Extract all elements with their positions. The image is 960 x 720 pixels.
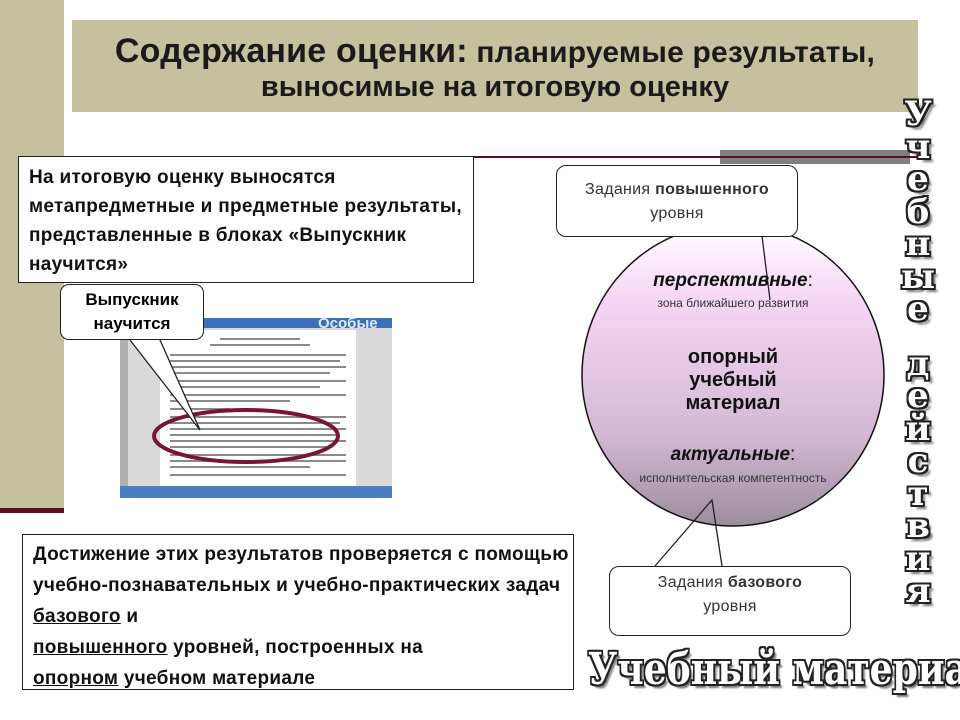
doc-line bbox=[170, 422, 340, 424]
doc-line bbox=[170, 446, 330, 448]
actual-subtitle: исполнительская компетентность bbox=[639, 471, 827, 485]
doc-line bbox=[170, 354, 346, 356]
title-main: Содержание оценки: bbox=[114, 32, 468, 70]
doc-line bbox=[170, 386, 320, 388]
basic-tasks-prefix: Задания bbox=[657, 574, 728, 591]
advanced-tasks-prefix: Задания bbox=[585, 181, 656, 198]
vertical-letter: е bbox=[907, 159, 929, 199]
vertical-letter: й bbox=[905, 408, 931, 449]
doc-line bbox=[170, 380, 346, 382]
doc-line bbox=[170, 434, 338, 436]
achievement-check-box: Достижение этих результатов проверяется … bbox=[22, 534, 574, 690]
achievement-text-2: и bbox=[120, 606, 139, 627]
vertical-letter: ч bbox=[905, 126, 931, 167]
vertical-letter: н bbox=[905, 224, 931, 264]
actual-word: актуальные bbox=[670, 444, 791, 465]
basic-tasks-suffix: уровня bbox=[703, 598, 757, 615]
achievement-advanced-word: повышенного bbox=[33, 637, 168, 658]
graduate-learns-bubble: Выпускник научится bbox=[60, 284, 204, 340]
doc-page bbox=[160, 330, 356, 486]
achievement-text-4: учебном материале bbox=[118, 668, 316, 689]
document-thumbnail: Особые bbox=[120, 318, 392, 498]
achievement-core-word: опорном bbox=[33, 668, 119, 689]
perspective-label: перспективные: bbox=[582, 270, 884, 292]
vertical-letter: б bbox=[906, 191, 930, 232]
doc-line bbox=[170, 440, 346, 442]
perspective-word: перспективные bbox=[653, 270, 808, 291]
doc-line bbox=[170, 408, 230, 410]
actual-colon: : bbox=[790, 444, 796, 465]
vertical-letter: д bbox=[906, 343, 930, 384]
vertical-letter: т bbox=[907, 473, 929, 514]
doc-line bbox=[170, 454, 346, 456]
achievement-text-3: уровней, построенных на bbox=[167, 637, 424, 658]
doc-line bbox=[170, 360, 340, 362]
title-line-2: выносимые на итоговую оценку bbox=[260, 71, 730, 103]
doc-line bbox=[170, 394, 346, 396]
title-box: Содержание оценки: планируемые результат… bbox=[72, 20, 918, 112]
left-decor-line bbox=[0, 508, 64, 513]
basic-tasks-callout: Задания базового уровня bbox=[609, 566, 851, 636]
actual-label: актуальные: bbox=[582, 444, 884, 466]
achievement-basic-word: базового bbox=[33, 606, 121, 627]
accent-line bbox=[452, 156, 930, 158]
core-line-3: материал bbox=[685, 392, 781, 414]
bottom-word-learning-material: Учебный материал bbox=[588, 644, 960, 695]
core-line-1: опорный bbox=[687, 346, 779, 368]
vertical-letter: в bbox=[906, 506, 930, 546]
vertical-letter: и bbox=[905, 538, 931, 579]
title-line-1: Содержание оценки: планируемые результат… bbox=[72, 34, 918, 70]
doc-line bbox=[170, 460, 346, 462]
perspective-subtitle: зона ближайшего развития bbox=[657, 296, 809, 310]
doc-line bbox=[170, 474, 346, 476]
base-task-connector bbox=[654, 498, 723, 567]
vertical-letter: е bbox=[907, 376, 929, 416]
doc-line bbox=[170, 466, 310, 468]
doc-line bbox=[170, 416, 346, 418]
doc-line bbox=[170, 400, 290, 402]
title-rest: планируемые результаты, bbox=[467, 36, 876, 69]
doc-sidebar bbox=[120, 328, 128, 498]
final-assessment-box: На итоговую оценку выносятся метапредмет… bbox=[18, 156, 474, 283]
achievement-text-1: Достижение этих результатов проверяется … bbox=[33, 544, 569, 596]
perspective-colon: : bbox=[807, 270, 813, 291]
doc-line bbox=[170, 372, 330, 374]
doc-overlay-text: Особые bbox=[318, 318, 378, 332]
doc-line bbox=[170, 428, 346, 430]
vertical-letter: е bbox=[907, 289, 929, 329]
doc-taskbar bbox=[120, 486, 392, 498]
vertical-letter: ы bbox=[900, 256, 936, 297]
doc-titlebar bbox=[120, 318, 392, 328]
core-line-2: учебный bbox=[689, 369, 777, 391]
advanced-tasks-suffix: уровня bbox=[650, 205, 704, 222]
doc-line bbox=[220, 338, 300, 340]
vertical-letter: я bbox=[905, 571, 931, 611]
doc-line bbox=[210, 344, 310, 346]
advanced-tasks-bold: повышенного bbox=[655, 181, 769, 198]
vertical-letter: с bbox=[907, 441, 929, 481]
core-material-label: опорный учебный материал bbox=[582, 346, 884, 415]
doc-line bbox=[170, 366, 346, 368]
vertical-letter: У bbox=[904, 94, 932, 134]
advanced-tasks-callout: Задания повышенного уровня bbox=[556, 165, 798, 237]
basic-tasks-bold: базового bbox=[727, 574, 803, 591]
